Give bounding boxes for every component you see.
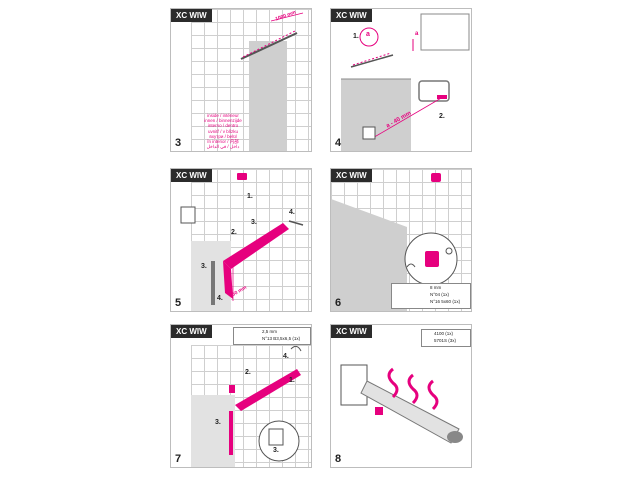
step-label-4: 4.: [289, 209, 295, 216]
inside-line: inside / intérieur: [207, 113, 239, 118]
dim-a-side: a: [415, 31, 419, 37]
step-label-2: 2.: [439, 113, 445, 120]
fix-drawing: [229, 345, 302, 462]
part-item: N°04 (1x): [430, 292, 450, 297]
inside-legend: inside / intérieur innen / binnenzijde i…: [191, 113, 255, 149]
step-label-3b: 3.: [273, 447, 279, 454]
step-8-panel: XC WIW 4100 (1x) 5701S (3x) 8: [330, 324, 472, 468]
brand-tag: XC WIW: [331, 325, 372, 338]
measure-drawing: [341, 13, 470, 140]
glass-panel: [191, 395, 235, 467]
step-number: 8: [335, 453, 342, 465]
parts-list: 4100 (1x) 5701S (3x): [421, 329, 471, 347]
brand-tag: XC WIW: [171, 9, 212, 22]
inside-line: innen / binnenzijde: [204, 118, 242, 124]
step-number: 7: [175, 453, 182, 465]
inside-line: داخل / في الداخل: [206, 144, 240, 150]
step-number: 5: [175, 297, 182, 309]
parts-list: 2,5 mm N°13 B3,5x6,5 (1x): [233, 327, 311, 345]
step-label-1: 1.: [353, 33, 359, 40]
glass-panel: [249, 41, 287, 151]
brand-tag: XC WIW: [171, 325, 212, 338]
brand-tag: XC WIW: [171, 169, 212, 182]
mount-drawing: [180, 173, 304, 305]
step-label-4b: 4.: [217, 295, 223, 302]
brand-tag: XC WIW: [331, 169, 372, 182]
rail-drawing: [240, 12, 304, 60]
step-number: 6: [335, 297, 342, 309]
parts-list: 8 mm N°04 (1x) N°16 5x60 (1x): [391, 283, 471, 309]
step-label-3: 3.: [215, 419, 221, 426]
step-4-panel: XC WIW 1. a a 2. a - 40 mm 4: [330, 8, 472, 152]
inside-line: uvnitř / v blízku: [207, 128, 238, 134]
part-item: N°16 5x60 (1x): [430, 299, 461, 304]
step-label-1: 1.: [247, 193, 253, 200]
part-item: 2,5 mm: [262, 329, 278, 334]
dim-a-label: a: [366, 31, 370, 38]
step-label-3: 3.: [251, 219, 257, 226]
step-label-2: 2.: [231, 229, 237, 236]
step-5-panel: XC WIW 1. 2. 3. 3. 4. 4. 150 mm 5: [170, 168, 312, 312]
step-number: 4: [335, 137, 342, 149]
brand-tag: XC WIW: [331, 9, 372, 22]
inside-line: вхутри / belül: [209, 133, 237, 139]
glass-panel: [341, 79, 411, 151]
part-item: N°13 B3,5x6,5 (1x): [262, 336, 301, 341]
rod-drawing: [340, 364, 463, 444]
step-label-1: 1.: [289, 377, 295, 384]
step-number: 3: [175, 137, 182, 149]
step-7-panel: XC WIW 2,5 mm N°13 B3,5x6,5 (1x) 1. 2. 3…: [170, 324, 312, 468]
part-item: 4100 (1x): [434, 331, 454, 336]
drill-drawing: [331, 173, 458, 311]
inside-line: în interior / 内部: [207, 139, 239, 145]
step-6-panel: XC WIW 8 mm N°04 (1x) N°16 5x60 (1x) 6: [330, 168, 472, 312]
step-3-panel: XC WIW 1000 mm inside / intérieur innen …: [170, 8, 312, 152]
step-label-2: 2.: [245, 369, 251, 376]
part-item: 8 mm: [430, 285, 442, 290]
step-label-3b: 3.: [201, 263, 207, 270]
step-label-4: 4.: [283, 353, 289, 360]
part-item: 5701S (3x): [434, 338, 457, 343]
inside-line: interno / dentro: [207, 123, 239, 129]
